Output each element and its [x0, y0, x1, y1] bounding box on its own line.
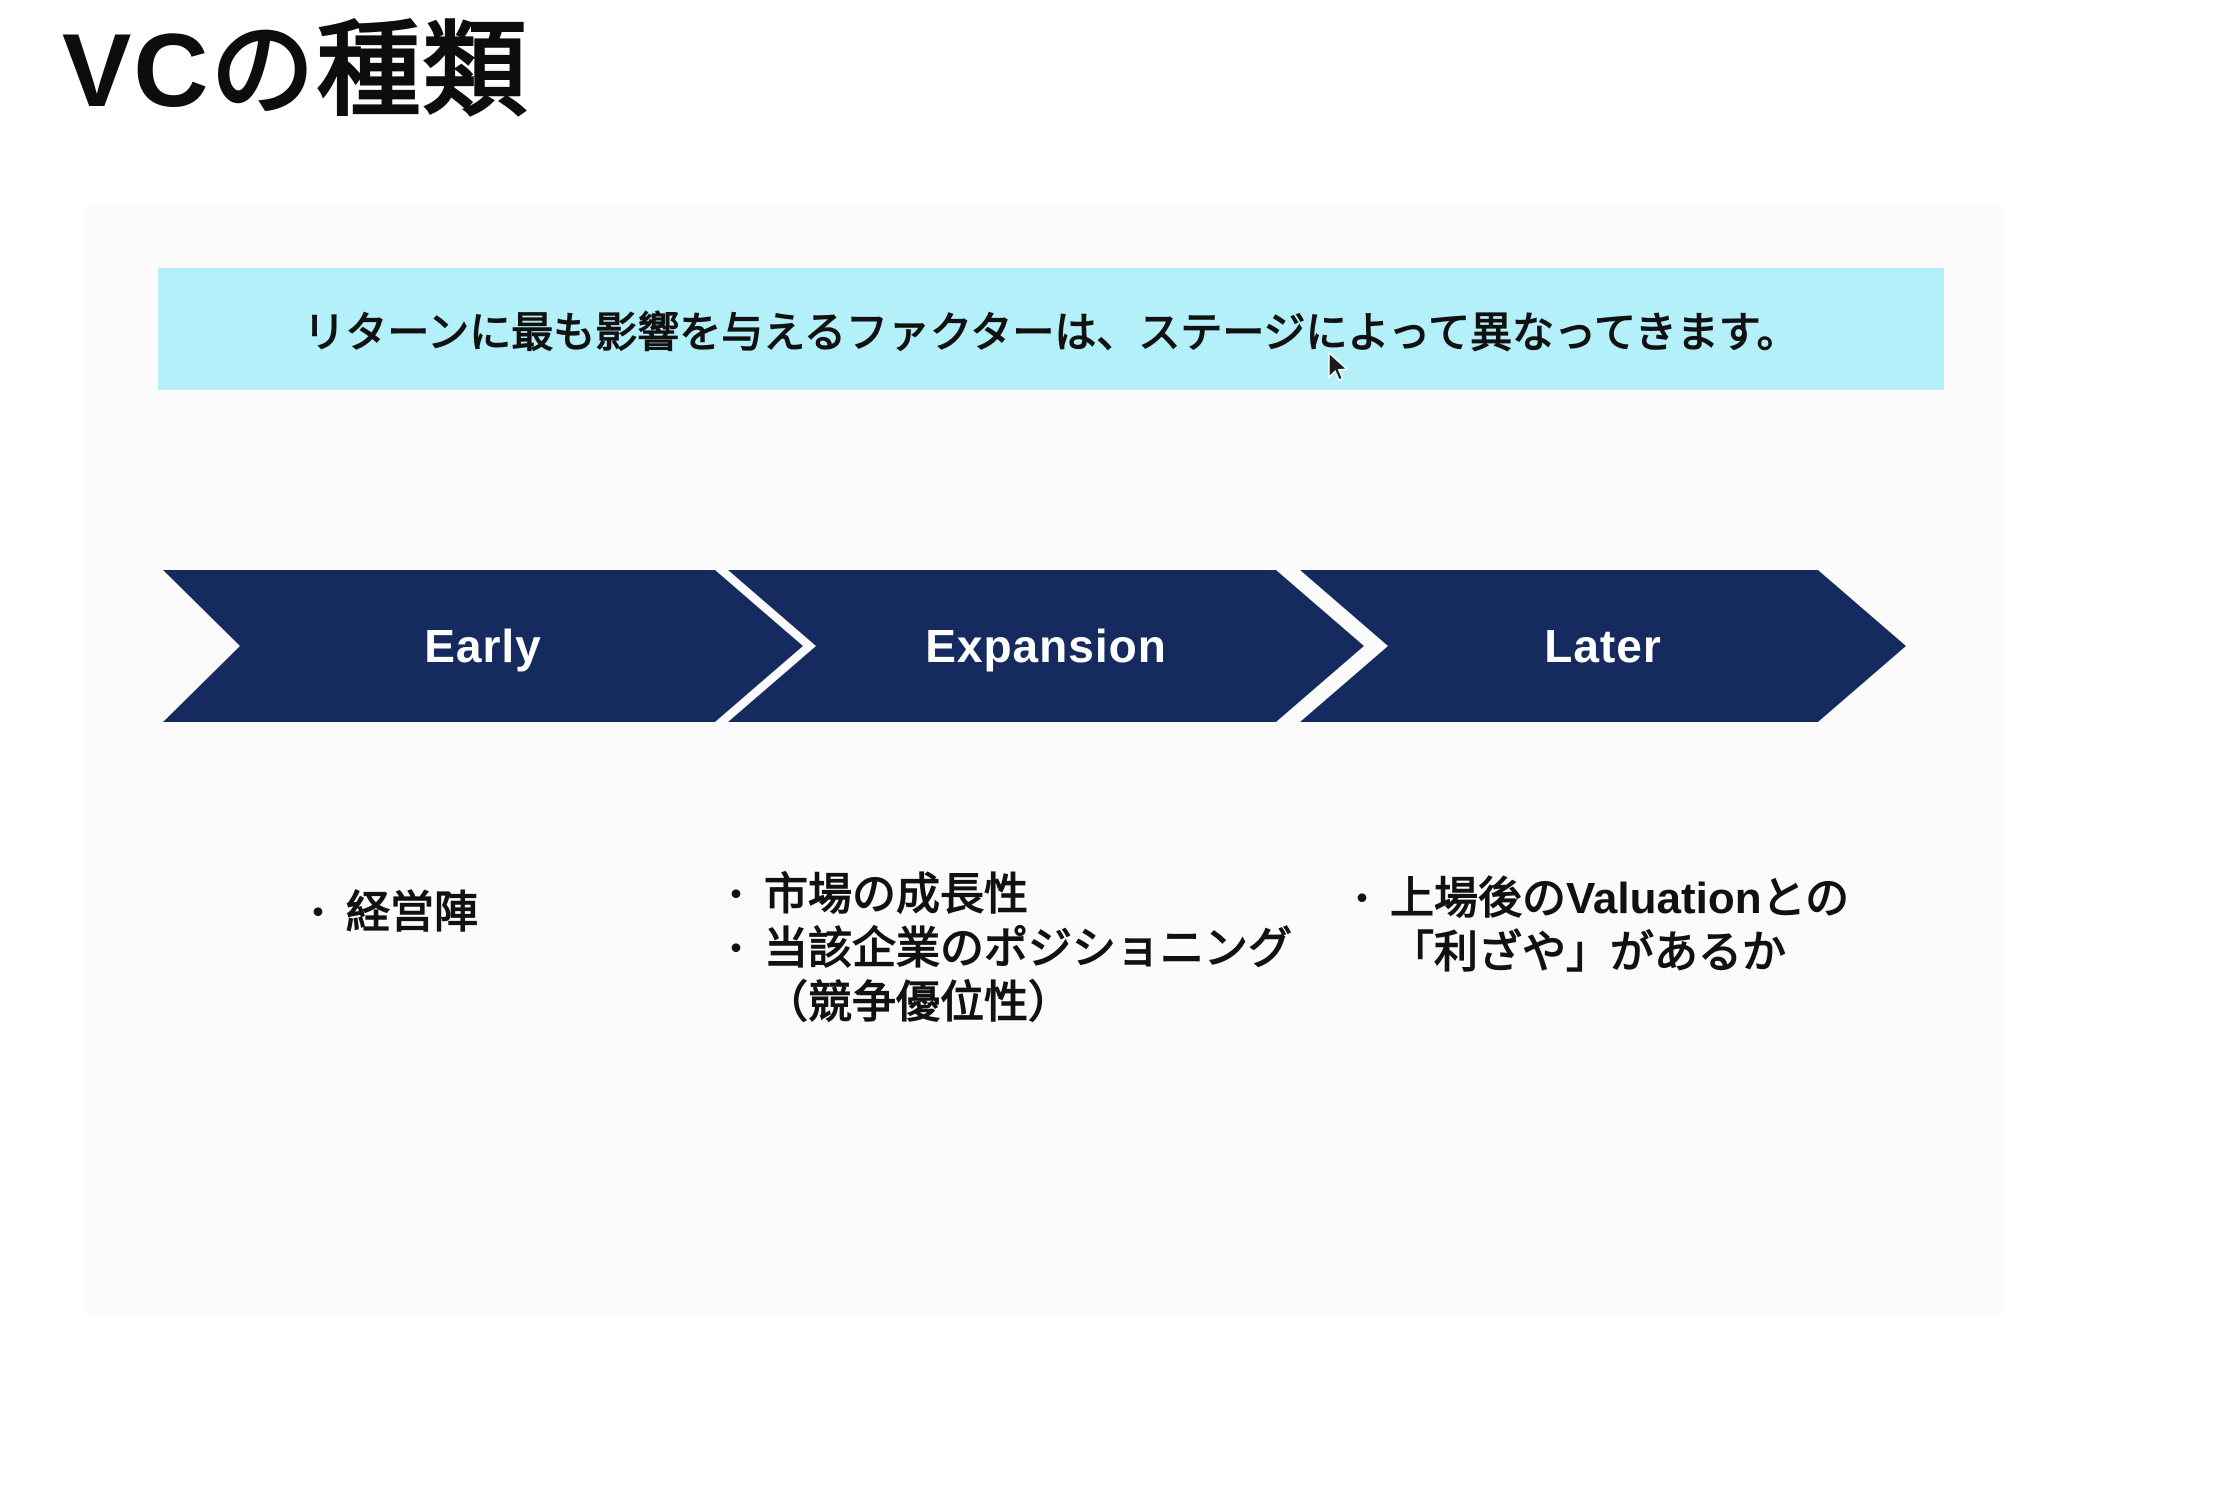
stage-label-early: Early	[424, 620, 542, 672]
stage-label-later: Later	[1544, 620, 1662, 672]
bullet-marker: ・	[300, 892, 337, 933]
list-item-text: 上場後のValuationとの 「利ざや」があるか	[1390, 874, 1850, 977]
content-panel	[85, 205, 2003, 1315]
bullet-marker: ・	[718, 928, 755, 969]
list-item-text: 経営陣	[346, 888, 478, 937]
list-item: ・ 市場の成長性	[718, 868, 1292, 922]
expansion-factors-list: ・ 市場の成長性 ・ 当該企業のポジショニング （競争優位性）	[718, 868, 1292, 1030]
early-factors-list: ・ 経営陣	[300, 886, 478, 940]
bullet-marker: ・	[1344, 878, 1381, 919]
list-item: ・ 経営陣	[300, 886, 478, 940]
list-item-text: 当該企業のポジショニング （競争優位性）	[764, 924, 1292, 1027]
mouse-cursor-icon	[1328, 352, 1348, 381]
later-factors-list: ・ 上場後のValuationとの 「利ざや」があるか	[1344, 872, 1849, 980]
stage-chevron-later: Later	[1300, 570, 1906, 722]
list-item: ・ 上場後のValuationとの 「利ざや」があるか	[1344, 872, 1849, 980]
list-item: ・ 当該企業のポジショニング （競争優位性）	[718, 922, 1292, 1030]
key-message-banner: リターンに最も影響を与えるファクターは、ステージによって異なってきます。	[158, 268, 1944, 390]
page-title: VCの種類	[62, 13, 529, 129]
list-item-text: 市場の成長性	[764, 870, 1028, 919]
bullet-marker: ・	[718, 874, 755, 915]
key-message-text: リターンに最も影響を与えるファクターは、ステージによって異なってきます。	[303, 308, 1799, 356]
stage-chevron-early: Early	[163, 570, 803, 722]
stage-label-expansion: Expansion	[925, 620, 1167, 672]
stage-chevron-expansion: Expansion	[728, 570, 1364, 722]
